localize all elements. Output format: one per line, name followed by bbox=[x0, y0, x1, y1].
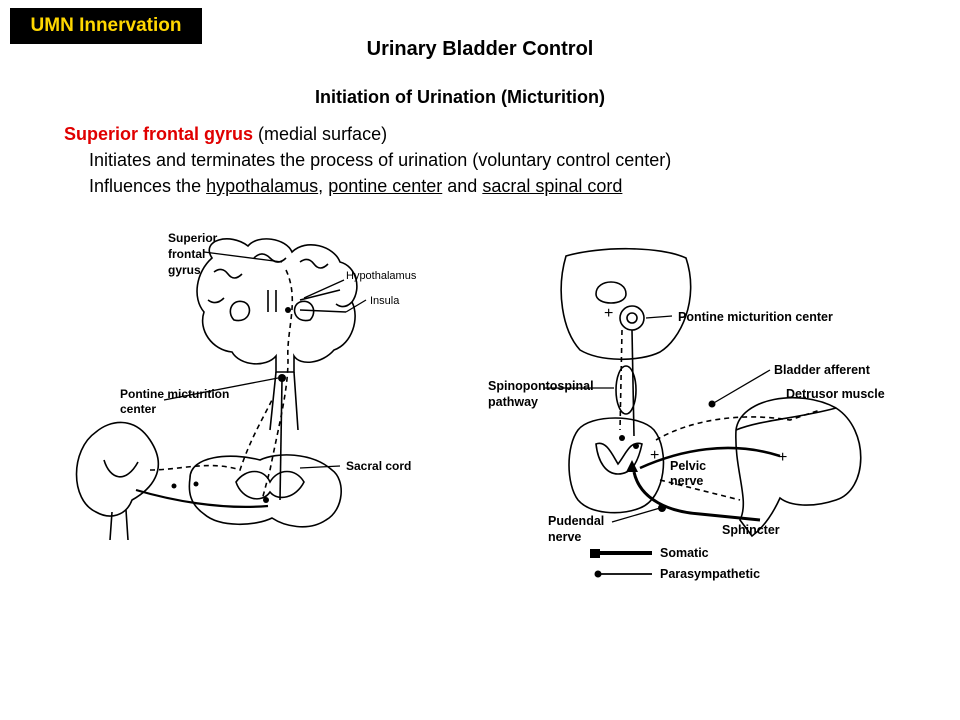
bladder-afferent bbox=[655, 409, 821, 441]
pelvic-nerve bbox=[639, 446, 781, 470]
label-sphincter: Sphincter bbox=[722, 523, 780, 537]
link-pontine-center: pontine center bbox=[328, 176, 443, 196]
label-detrusor-muscle: Detrusor muscle bbox=[786, 387, 885, 401]
sep-2: and bbox=[442, 176, 483, 196]
brain-outline bbox=[196, 238, 358, 373]
sep-1: , bbox=[318, 176, 329, 196]
descending-path bbox=[261, 269, 294, 501]
label-gyrus: gyrus bbox=[168, 263, 201, 277]
label-sacral-cord: Sacral cord bbox=[346, 459, 411, 473]
link-hypothalamus: hypothalamus bbox=[206, 176, 319, 196]
sign-plus-cord: + bbox=[650, 447, 659, 464]
medial-surface-text: (medial surface) bbox=[253, 124, 388, 144]
label-pontine-micturition: Pontine micturition bbox=[120, 387, 229, 401]
legend-somatic: Somatic bbox=[660, 546, 709, 560]
sign-plus-bladder: + bbox=[778, 449, 787, 466]
link-sacral-spinal-cord: sacral spinal cord bbox=[482, 176, 623, 196]
label-pudendal: Pudendal bbox=[548, 514, 604, 528]
left-bladder bbox=[75, 421, 160, 517]
efferent-path bbox=[135, 488, 269, 508]
section-badge: UMN Innervation bbox=[10, 8, 202, 44]
descending-path-2 bbox=[279, 379, 283, 501]
line-superior-frontal: Superior frontal gyrus (medial surface) bbox=[64, 124, 387, 145]
legend: Somatic Parasympathetic bbox=[590, 546, 760, 581]
label-bladder-afferent: Bladder afferent bbox=[774, 363, 871, 377]
line-initiates: Initiates and terminates the process of … bbox=[89, 150, 672, 170]
label-center: center bbox=[120, 402, 156, 416]
label-frontal: frontal bbox=[168, 247, 205, 261]
right-diagram: + + + Pontine micturition center Bladder… bbox=[488, 247, 885, 581]
label-hypothalamus: Hypothalamus bbox=[346, 270, 417, 282]
label-pelvic: Pelvic bbox=[670, 459, 706, 473]
label-pathway: pathway bbox=[488, 395, 538, 409]
left-diagram: Superior frontal gyrus Hypothalamus Insu… bbox=[75, 231, 417, 541]
slide-title: Urinary Bladder Control bbox=[366, 38, 594, 60]
label-insula: Insula bbox=[370, 295, 400, 307]
label-nerve-pelvic: nerve bbox=[670, 474, 703, 488]
right-bladder bbox=[735, 396, 862, 538]
pons-section bbox=[560, 247, 692, 361]
line-influences: Influences the hypothalamus, pontine cen… bbox=[89, 176, 622, 197]
label-superior: Superior bbox=[168, 231, 218, 245]
spinal-cord-section bbox=[568, 417, 665, 514]
label-spinopontospinal: Spinopontospinal bbox=[488, 379, 594, 393]
sacral-cord-section bbox=[188, 454, 342, 528]
legend-parasympathetic: Parasympathetic bbox=[660, 567, 760, 581]
sign-plus-pons: + bbox=[604, 305, 613, 322]
afferent-path bbox=[149, 399, 273, 472]
brainstem bbox=[269, 371, 299, 431]
label-pontine-micturition-center: Pontine micturition center bbox=[678, 310, 833, 324]
highlight-superior-frontal-gyrus: Superior frontal gyrus bbox=[64, 124, 254, 144]
slide-subtitle: Initiation of Urination (Micturition) bbox=[315, 87, 605, 107]
influences-prefix: Influences the bbox=[89, 176, 207, 196]
label-nerve-pudendal: nerve bbox=[548, 530, 581, 544]
